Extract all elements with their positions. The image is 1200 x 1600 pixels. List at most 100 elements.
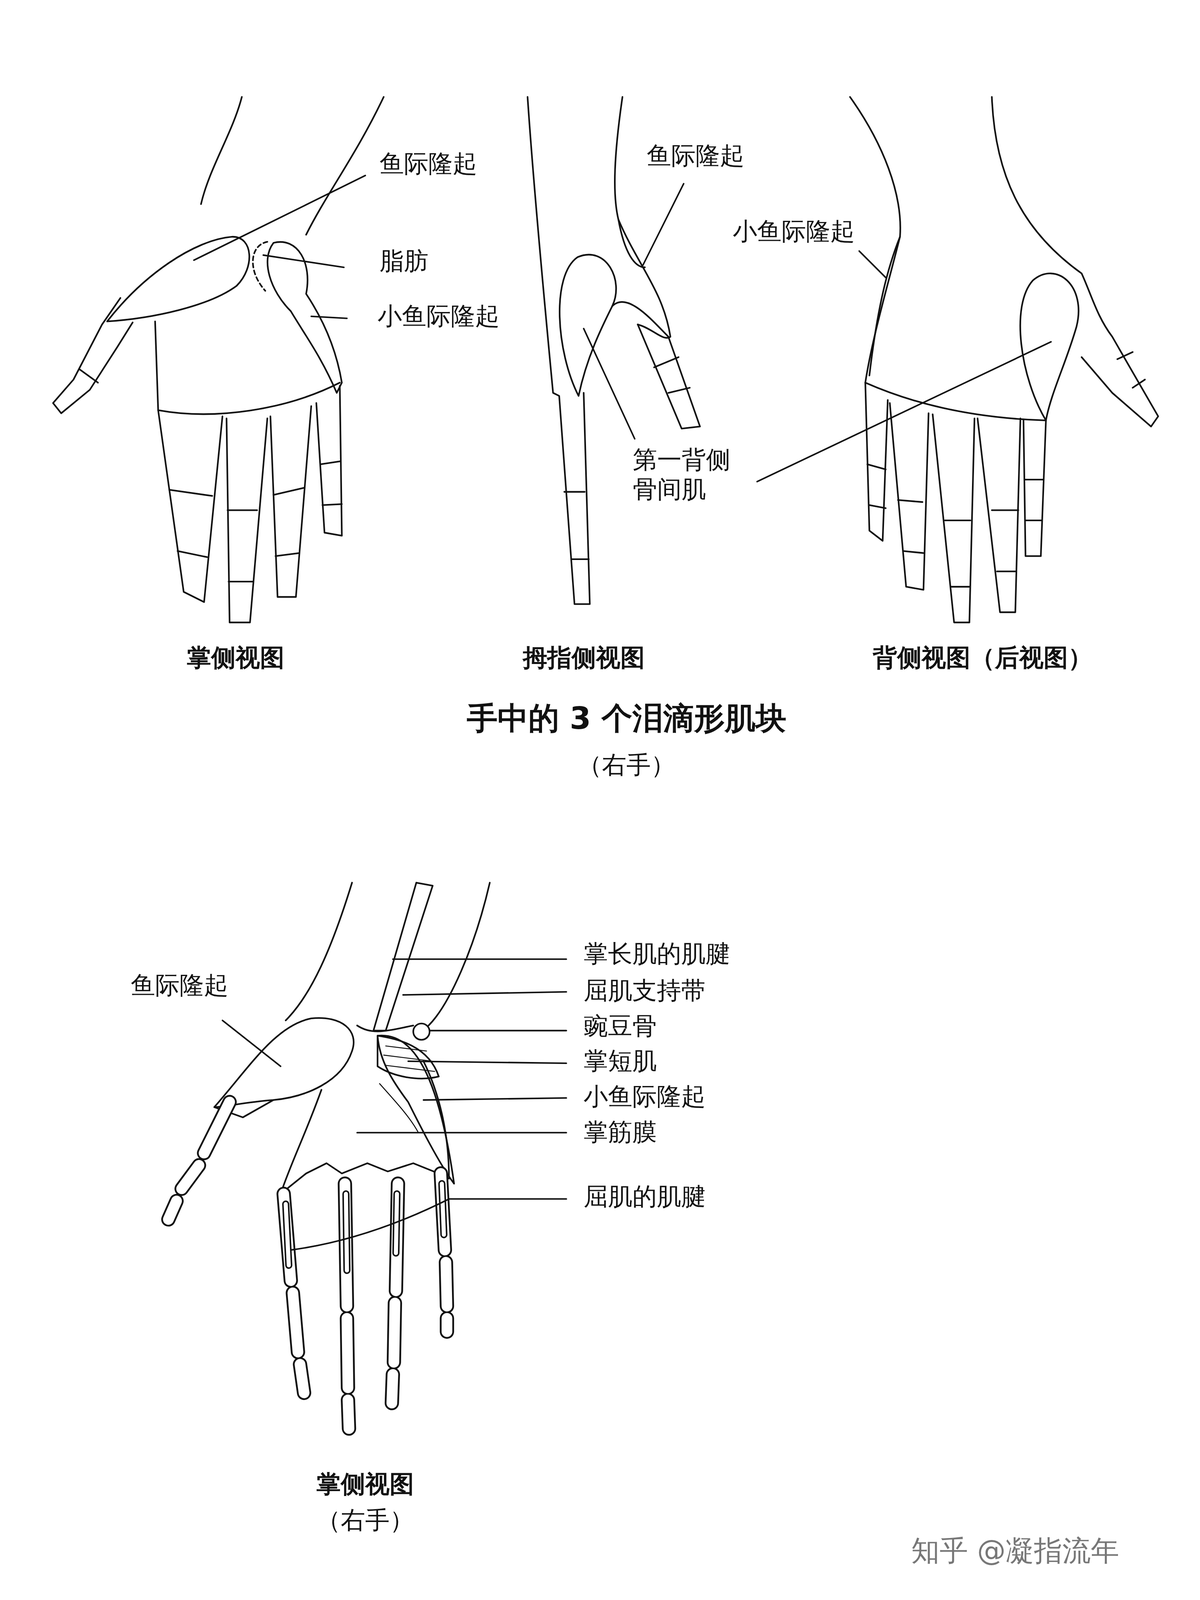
part-label: 小鱼际隆起 (732, 216, 855, 246)
palm-anatomy-part (413, 1023, 430, 1040)
dorsal-view-part (865, 382, 1046, 421)
part-label: 掌长肌的肌腱 (583, 938, 730, 968)
dorsal-view-part (932, 414, 975, 623)
leader-lines-bottom-part (403, 992, 567, 996)
palm-anatomy-part (383, 1046, 435, 1072)
leader-lines-bottom-part (357, 1132, 567, 1134)
dorsal-view-part (1117, 352, 1145, 388)
dorsal-view-part (867, 464, 886, 509)
palm-anatomy-part (214, 1018, 354, 1108)
view-caption: 掌侧视图 (186, 642, 285, 672)
palm-view-part (53, 298, 133, 414)
palm-view-part (316, 385, 342, 536)
part-label: 屈肌的肌腱 (583, 1181, 706, 1211)
finger-bones-part-part (285, 1183, 444, 1271)
thumb-side-view-part (614, 96, 671, 338)
finger-bones-part (285, 1183, 444, 1271)
leader-lines-top-part (642, 183, 684, 266)
part-label: 第一背侧 骨间肌 (632, 444, 746, 504)
palm-anatomy (214, 882, 490, 1194)
palm-view-part (155, 321, 340, 415)
thumb-side-view-part (637, 324, 700, 429)
thumb-side-view-part (618, 219, 645, 268)
thumb-side-view-part (654, 357, 690, 393)
leader-lines-top-part (311, 316, 347, 319)
leader-lines-top-part (757, 342, 1052, 482)
thumb-side-view (527, 96, 700, 604)
part-label: 豌豆骨 (583, 1011, 657, 1041)
dorsal-view-part (869, 236, 900, 376)
dorsal-view-part (977, 418, 1021, 613)
finger-bones-part (168, 1102, 447, 1429)
view-caption: 拇指侧视图 (522, 642, 645, 672)
part-label: 鱼际隆起 (130, 970, 229, 1000)
part-label: 小鱼际隆起 (377, 301, 500, 331)
palm-view-part (79, 369, 98, 383)
leader-lines-bottom (222, 959, 567, 1250)
leader-lines-bottom-part (222, 1020, 281, 1067)
palm-view-part (107, 236, 250, 322)
palm-view-part (320, 461, 342, 506)
palm-view (53, 96, 384, 623)
view-caption: 背侧视图（后视图） (872, 642, 1093, 672)
part-label: 鱼际隆起 (379, 148, 478, 178)
palm-view-part (273, 487, 305, 556)
leader-lines-bottom-part (429, 1030, 567, 1032)
finger-bones (168, 1102, 447, 1429)
part-label: 掌短肌 (583, 1046, 657, 1076)
palm-view-part (227, 510, 258, 582)
palm-view-part (201, 96, 242, 204)
dorsal-view-part (889, 403, 929, 590)
palm-anatomy-part (377, 1035, 454, 1184)
watermark: 知乎 @凝指流年 (911, 1533, 1120, 1568)
dorsal-view-part (992, 510, 1019, 572)
view-caption: 掌侧视图 (316, 1469, 414, 1499)
leader-lines-bottom-part (423, 1098, 567, 1100)
leader-lines-bottom-part (448, 1198, 566, 1200)
leader-lines-top-part (194, 175, 366, 261)
leader-lines-top (194, 175, 1052, 482)
leader-lines-top-part (583, 328, 635, 439)
palm-anatomy-part (428, 882, 490, 1026)
finger-bones-part-part (168, 1102, 230, 1220)
palm-anatomy-part (379, 1083, 419, 1133)
palm-view-part (169, 489, 212, 557)
palm-view-part (306, 96, 384, 235)
dorsal-view-part (992, 96, 1159, 427)
palm-view-part (270, 406, 312, 597)
dorsal-view (850, 96, 1158, 623)
palm-anatomy-part (373, 882, 433, 1031)
dorsal-view-part (1024, 479, 1043, 521)
leader-lines-bottom-part (392, 958, 567, 960)
palm-anatomy-part (285, 882, 352, 1021)
thumb-side-view-part (564, 492, 589, 560)
finger-bones-part-part (285, 1183, 444, 1271)
part-label: 掌筋膜 (583, 1117, 657, 1147)
dorsal-view-part (850, 96, 901, 541)
thumb-side-view-part (527, 96, 590, 604)
part-label: 鱼际隆起 (646, 140, 745, 170)
leader-lines-bottom-part (290, 1198, 449, 1250)
palm-view-part (226, 418, 268, 623)
finger-bones-part (285, 1183, 444, 1271)
leader-lines-top-part (859, 251, 886, 278)
palm-view-part (158, 410, 223, 603)
palm-view-part (252, 242, 268, 291)
finger-bones-part (168, 1102, 447, 1429)
sub-caption: （右手） (316, 1505, 414, 1535)
leader-lines-top-part (263, 255, 344, 268)
part-label: 屈肌支持带 (583, 975, 706, 1005)
figure-title: 手中的 3 个泪滴形肌块 (466, 700, 787, 737)
palm-anatomy-part (377, 1035, 439, 1079)
palm-anatomy-part (280, 1061, 450, 1194)
finger-bones-part-part (168, 1102, 230, 1220)
sub-caption: （右手） (577, 750, 676, 780)
palm-anatomy-part (357, 1025, 414, 1032)
dorsal-view-part (1023, 419, 1046, 556)
part-label: 脂肪 (379, 246, 429, 276)
leader-lines-bottom-part (408, 1061, 566, 1064)
thumb-side-view-part (559, 254, 616, 396)
part-label: 小鱼际隆起 (583, 1081, 706, 1111)
